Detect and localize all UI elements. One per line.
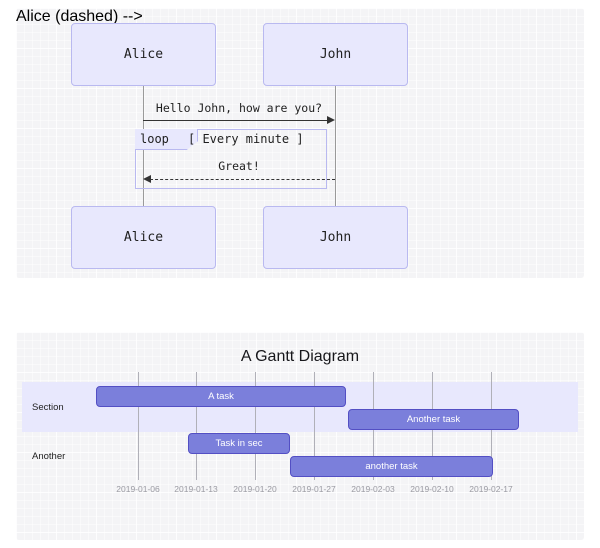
actor-label-john-top: John [319, 47, 352, 62]
gantt-tick-label: 2019-01-27 [292, 484, 336, 494]
gantt-gridline [138, 372, 139, 480]
gantt-section-label-another: Another [32, 451, 66, 462]
actor-box-alice-bottom[interactable]: Alice [71, 206, 216, 269]
arrowhead-left-icon [143, 175, 151, 183]
message-arrow-hello [143, 120, 328, 121]
actor-box-john-top[interactable]: John [263, 23, 408, 86]
lifeline-john [335, 80, 336, 210]
gantt-task-label: Task in sec [215, 438, 263, 449]
gantt-diagram-panel: A Gantt Diagram Section Another A task A… [16, 332, 584, 540]
actor-label-alice-bottom: Alice [123, 230, 164, 245]
gantt-task-label: Another task [406, 414, 461, 425]
actor-box-john-bottom[interactable]: John [263, 206, 408, 269]
gantt-tick-label: 2019-01-13 [174, 484, 218, 494]
gantt-gridline [255, 372, 256, 480]
loop-tag: loop [135, 129, 198, 150]
message-arrow-great [150, 179, 335, 180]
gantt-task-label: another task [365, 461, 418, 472]
message-label-great: Great! [218, 159, 260, 173]
actor-label-alice-top: Alice [123, 47, 164, 62]
gantt-tick-label: 2019-02-17 [469, 484, 513, 494]
gantt-task-label: A task [208, 391, 234, 402]
loop-title: [ Every minute ] [188, 132, 304, 146]
arrowhead-right-icon [327, 116, 335, 124]
loop-fragment-frame [135, 129, 327, 189]
gantt-task-bar-another-task[interactable]: Another task [348, 409, 519, 430]
gantt-title: A Gantt Diagram [240, 348, 360, 365]
gantt-task-bar-another-task-lower[interactable]: another task [290, 456, 493, 477]
actor-label-john-bottom: John [319, 230, 352, 245]
gantt-tick-label: 2019-02-03 [351, 484, 395, 494]
gantt-tick-label: 2019-01-20 [233, 484, 277, 494]
gantt-tick-label: 2019-02-10 [410, 484, 454, 494]
gantt-task-bar-a-task[interactable]: A task [96, 386, 346, 407]
gantt-gridline [314, 372, 315, 480]
gantt-task-bar-task-in-sec[interactable]: Task in sec [188, 433, 290, 454]
gantt-tick-label: 2019-01-06 [116, 484, 160, 494]
gantt-section-label-section: Section [32, 402, 64, 413]
gantt-gridline [196, 372, 197, 480]
actor-box-alice-top[interactable]: Alice [71, 23, 216, 86]
sequence-diagram-panel: Alice John Hello John, how are you? loop… [16, 8, 584, 278]
message-label-hello: Hello John, how are you? [155, 101, 323, 115]
